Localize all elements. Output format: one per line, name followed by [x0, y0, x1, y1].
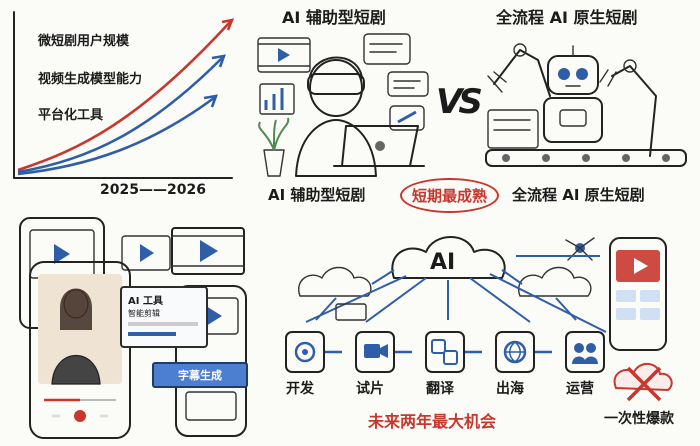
step-label-translate: 翻译: [426, 381, 454, 397]
step-box-dev: [285, 331, 325, 373]
cross-icon: [626, 366, 662, 402]
chart-year-range: 2025——2026: [100, 182, 206, 198]
video-camera-icon: [364, 344, 380, 358]
native-title-bottom: 全流程 AI 原生短剧: [512, 186, 645, 204]
assist-title-top: AI 辅助型短剧: [282, 8, 386, 27]
step-label-dev: 开发: [286, 381, 314, 397]
step-box-trial: [355, 331, 395, 373]
assist-illustration: [257, 33, 429, 177]
arrowhead-users: [221, 18, 235, 31]
step-box-overseas: [495, 331, 535, 373]
step-box-translate: [425, 331, 465, 373]
gear-icon: [294, 341, 316, 363]
users-icon: [574, 343, 584, 353]
series-line-users: [17, 21, 231, 172]
arrowhead-model: [211, 54, 226, 68]
right-phone: [609, 237, 667, 351]
mature-badge: 短期最成熟: [400, 178, 500, 213]
series-line-model: [17, 57, 223, 174]
translate-icon: [431, 339, 446, 354]
series-line-platform: [17, 96, 215, 176]
flow-diagram: [285, 236, 673, 402]
chart-axes: [13, 11, 233, 179]
ai-tool-label: AI 工具: [128, 296, 163, 307]
vs-label: VS: [436, 82, 483, 122]
step-label-overseas: 出海: [496, 381, 524, 397]
ai-tool-slider-2[interactable]: [128, 332, 176, 336]
legend-platform: 平台化工具: [38, 108, 104, 123]
step-box-ops: [565, 331, 605, 373]
step-label-trial: 试片: [356, 381, 384, 397]
native-title-top: 全流程 AI 原生短剧: [496, 8, 638, 27]
legend-users: 微短剧用户规模: [38, 34, 130, 49]
one-time-hit: 一次性爆款: [604, 411, 674, 427]
assist-title-bottom: AI 辅助型短剧: [268, 186, 366, 204]
legend-model: 视频生成模型能力: [38, 72, 143, 87]
ai-tool-panel: AI 工具 智能剪辑: [120, 286, 208, 348]
ai-cloud-label: AI: [430, 250, 456, 275]
native-illustration: [485, 43, 687, 167]
future-opportunity: 未来两年最大机会: [368, 412, 497, 431]
ai-tool-sub: 智能剪辑: [128, 309, 160, 318]
subtitle-tag: 字幕生成: [152, 362, 248, 388]
arrowhead-platform: [203, 94, 218, 108]
trend-chart: [13, 11, 235, 179]
phones-illustration: [19, 217, 247, 439]
ai-tool-slider[interactable]: [128, 322, 198, 326]
step-label-ops: 运营: [566, 381, 594, 397]
